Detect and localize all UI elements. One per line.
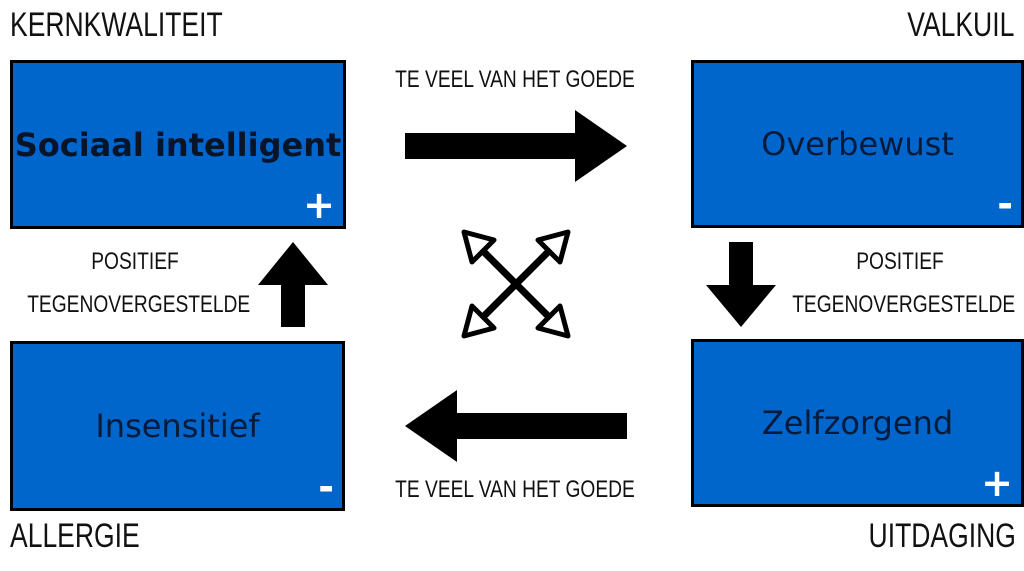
minus-sign-icon: -: [997, 182, 1013, 226]
kernkwaliteit-title: KERNKWALITEIT: [10, 6, 223, 44]
cross-arrows-icon: [461, 229, 571, 339]
pitfall-label: Overbewust: [761, 125, 954, 163]
right-connector-label-line2: TEGENOVERGESTELDE: [792, 291, 1016, 318]
core-quality-box: Sociaal intelligent +: [10, 60, 346, 229]
left-connector-label-line2: TEGENOVERGESTELDE: [27, 291, 251, 318]
arrow-down-icon: [706, 242, 776, 327]
core-quality-label: Sociaal intelligent: [14, 125, 342, 164]
challenge-label: Zelfzorgend: [761, 404, 954, 442]
plus-sign-icon: +: [981, 461, 1013, 505]
pitfall-box: Overbewust -: [691, 60, 1024, 228]
valkuil-title: VALKUIL: [906, 6, 1014, 44]
allergy-box: Insensitief -: [10, 341, 345, 511]
bottom-connector-label: TE VEEL VAN HET GOEDE: [395, 476, 635, 503]
minus-sign-icon: -: [318, 465, 334, 509]
allergie-title: ALLERGIE: [10, 517, 140, 555]
arrow-right-icon: [405, 110, 627, 182]
plus-sign-icon: +: [303, 183, 335, 227]
top-connector-label: TE VEEL VAN HET GOEDE: [395, 66, 635, 93]
allergy-label: Insensitief: [95, 407, 260, 445]
arrow-up-icon: [258, 242, 328, 327]
arrow-left-icon: [405, 390, 627, 462]
right-connector-label-line1: POSITIEF: [856, 248, 944, 275]
challenge-box: Zelfzorgend +: [691, 339, 1024, 507]
uitdaging-title: UITDAGING: [868, 517, 1016, 555]
left-connector-label-line1: POSITIEF: [91, 248, 179, 275]
